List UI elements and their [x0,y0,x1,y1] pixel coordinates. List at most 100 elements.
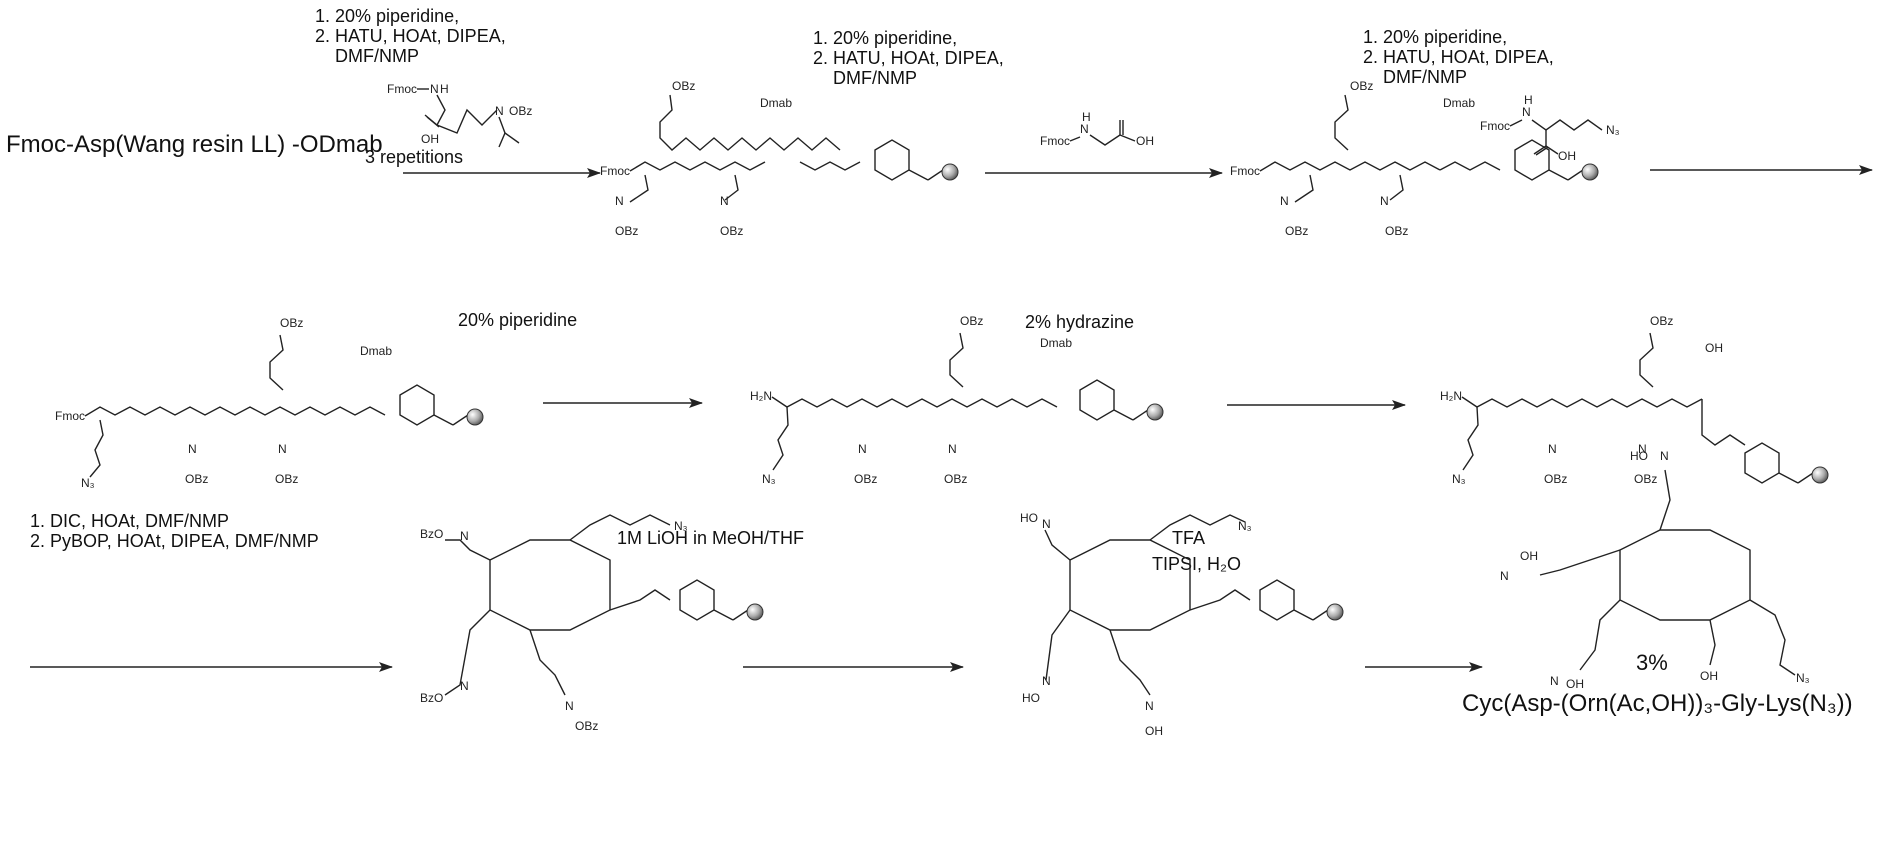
atom-label: H [1524,93,1533,107]
step3-line-3: DMF/NMP [1383,67,1467,87]
atom-label: Dmab [360,344,392,358]
atom-label: N [1638,442,1647,456]
atom-label: Fmoc [600,164,630,178]
atom-label: N [858,442,867,456]
atom-label: BzO [420,527,443,541]
atom-label: N [1660,449,1669,463]
atom-label: OBz [1285,224,1308,238]
atom-label: N [278,442,287,456]
step1-line-3: DMF/NMP [335,46,419,66]
atom-label: H [1082,110,1091,124]
atom-label: H₂N [750,389,772,403]
atom-label: N₃ [1796,671,1810,685]
atom-label: Fmoc [1230,164,1260,178]
step3-conditions: 1. 20% piperidine, 2. HATU, HOAt, DIPEA,… [1363,27,1554,87]
atom-label: HO [1020,511,1038,525]
structure-cyclic-deprotected-resin: HO HO N₃ N OH N N [1020,511,1344,738]
step1-line-1: 1. 20% piperidine, [315,6,460,26]
atom-label: OBz [509,104,532,118]
atom-label: OH [1566,677,1584,691]
step3-line-2: 2. HATU, HOAt, DIPEA, [1363,47,1554,67]
starting-material-label: Fmoc-Asp(Wang resin LL) -ODmab [6,131,383,158]
step2-conditions: 1. 20% piperidine, 2. HATU, HOAt, DIPEA,… [813,28,1004,88]
atom-label: OH [1520,549,1538,563]
atom-label: OBz [1650,314,1673,328]
atom-label: Dmab [760,96,792,110]
structure-acid-hexapeptide: OBz H₂N OH N₃ N OBz N OBz [1440,314,1829,486]
atom-label: N [495,104,504,118]
yield-label: 3% [1636,650,1668,675]
atom-label: N [460,679,469,693]
atom-label: N [1550,674,1559,688]
atom-label: OH [1705,341,1723,355]
resin-bead [1811,466,1829,484]
atom-label: OH [421,132,439,146]
step6-line-1: 1. DIC, HOAt, DMF/NMP [30,511,230,531]
step2-line-3: DMF/NMP [833,68,917,88]
atom-label: OBz [1385,224,1408,238]
resin-bead [1326,603,1344,621]
atom-label: OBz [185,472,208,486]
atom-label: N₃ [674,519,688,533]
atom-label: OBz [720,224,743,238]
step2-line-2: 2. HATU, HOAt, DIPEA, [813,48,1004,68]
step5-label: 2% hydrazine [1025,312,1135,332]
resin-bead [941,163,959,181]
step1-line-2: 2. HATU, HOAt, DIPEA, [315,26,506,46]
reagent-fmoc-orn: Fmoc N H OH N OBz [387,82,532,148]
atom-label: HO [1022,691,1040,705]
atom-label: N [1042,517,1051,531]
atom-label: N [1280,194,1289,208]
atom-label: N [460,529,469,543]
atom-label: N [1080,122,1089,136]
atom-label: N [430,82,439,96]
atom-label: OBz [575,719,598,733]
atom-label: N [188,442,197,456]
atom-label: Dmab [1040,336,1072,350]
step1-conditions: 1. 20% piperidine, 2. HATU, HOAt, DIPEA,… [315,6,506,66]
step7-label: 1M LiOH in MeOH/THF [617,528,805,548]
structure-linear-peptide-2: OBz Fmoc Dmab N OBz N OBz [1230,79,1599,238]
atom-label: OBz [1634,472,1657,486]
atom-label: N₃ [1238,519,1252,533]
atom-label: Fmoc [387,82,417,96]
step4-label: 20% piperidine [458,310,578,330]
resin-bead [1581,163,1599,181]
atom-label: OH [1558,149,1576,163]
atom-label: OH [1136,134,1154,148]
atom-label: BzO [420,691,443,705]
product-name: Cyc(Asp-(Orn(Ac,OH))₃-Gly-Lys(N₃)) [1462,690,1853,717]
reaction-arrows [30,165,1873,672]
atom-label: Dmab [1443,96,1475,110]
atom-label: N₃ [1452,472,1466,486]
atom-label: OBz [280,316,303,330]
reagent-fmoc-lys: Fmoc N H OH N₃ [1480,93,1620,163]
reagent-fmoc-gly: Fmoc N H OH [1040,110,1154,148]
atom-label: Fmoc [55,409,85,423]
atom-label: HO [1630,449,1648,463]
atom-label: N [1042,674,1051,688]
step6-line-2: 2. PyBOP, HOAt, DIPEA, DMF/NMP [30,531,319,551]
step3-line-1: 1. 20% piperidine, [1363,27,1508,47]
step6-conditions: 1. DIC, HOAt, DMF/NMP 2. PyBOP, HOAt, DI… [30,511,319,551]
atom-label: N [1145,699,1154,713]
step8-additives: TIPSI, H₂O [1152,554,1241,574]
resin-bead [1146,403,1164,421]
resin-bead [466,408,484,426]
atom-label: N [1522,105,1531,119]
atom-label: N [948,442,957,456]
atom-label: OBz [615,224,638,238]
atom-label: N [615,194,624,208]
atom-label: OBz [960,314,983,328]
atom-label: OBz [854,472,877,486]
atom-label: N [1548,442,1557,456]
atom-label: N [565,699,574,713]
atom-label: OBz [672,79,695,93]
atom-label: OBz [944,472,967,486]
atom-label: N₃ [81,476,95,490]
step8-reagent: TFA [1172,528,1206,548]
structure-linear-peptide-1: OBz Fmoc Dmab N OBz N OBz [600,79,959,238]
atom-label: Fmoc [1040,134,1070,148]
atom-label: OBz [1544,472,1567,486]
